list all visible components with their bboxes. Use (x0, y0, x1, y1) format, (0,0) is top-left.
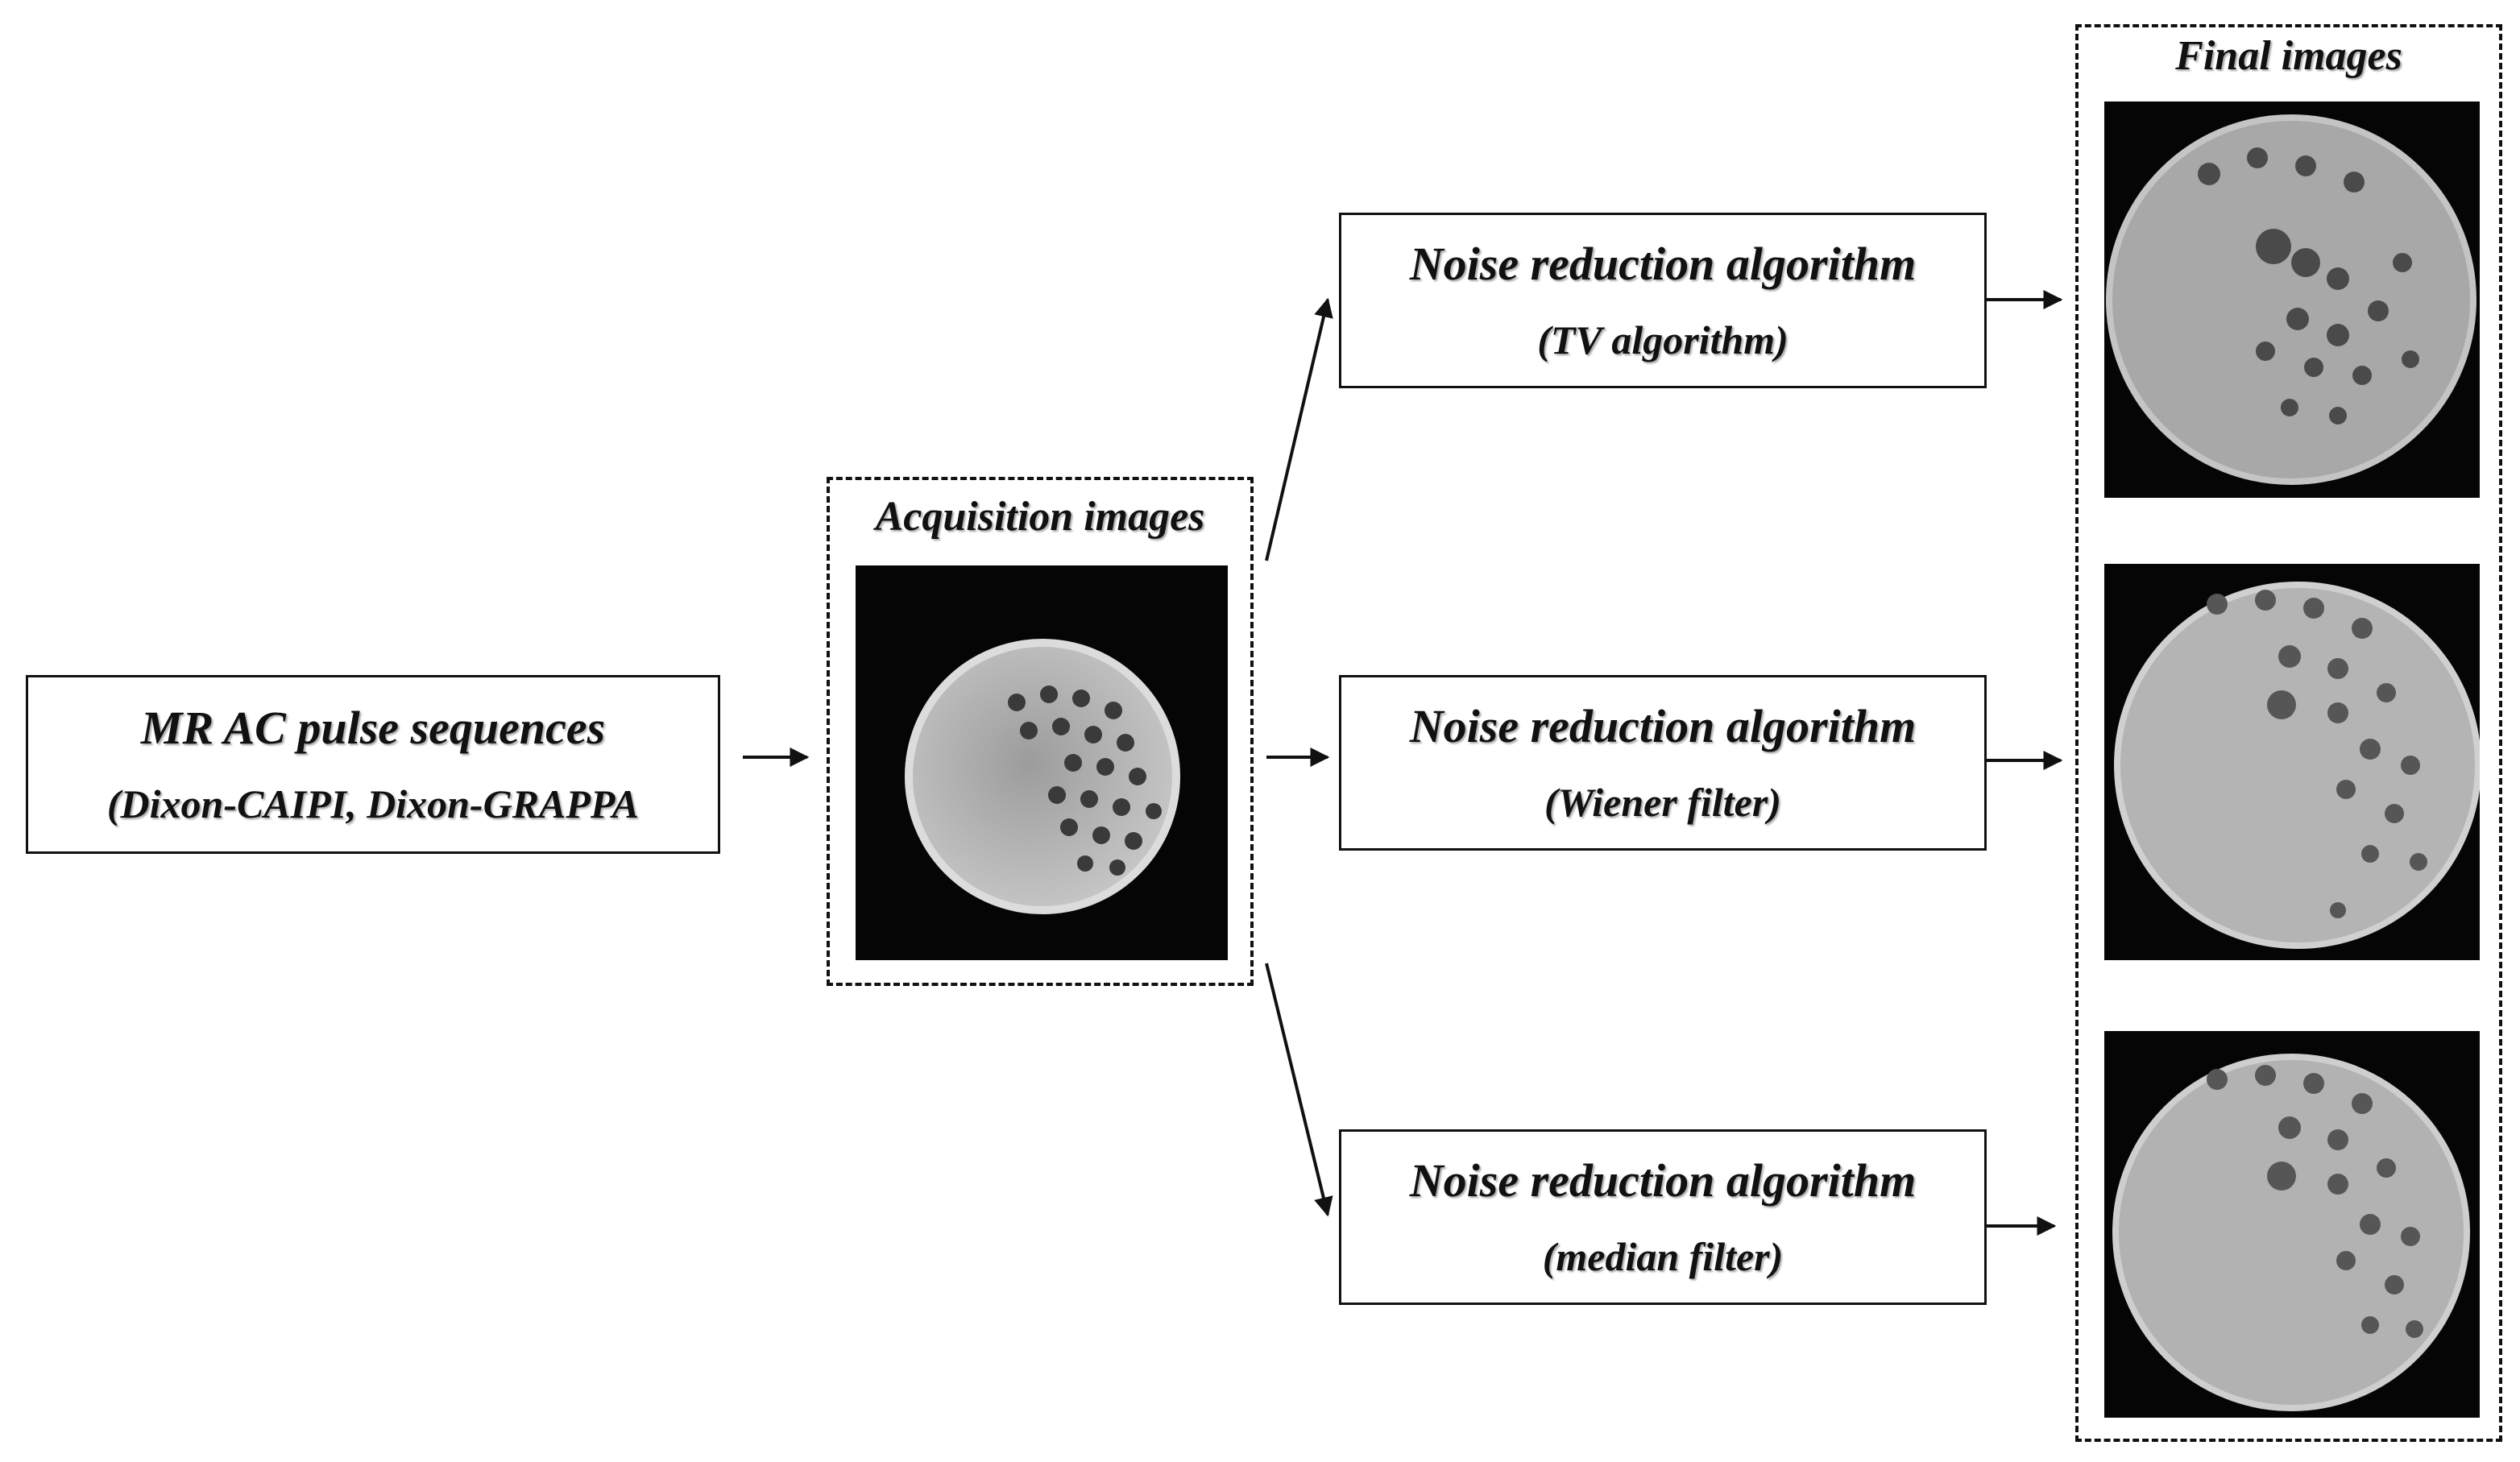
source-title: MR AC pulse sequences (140, 702, 606, 754)
arrow-acquisition-to-tv (1265, 297, 1333, 561)
acquisition-image (856, 565, 1228, 960)
acquisition-label: Acquisition images (875, 494, 1205, 540)
algorithm-subtitle-wiener: (Wiener filter) (1544, 780, 1781, 825)
algorithm-title-wiener: Noise reduction algorithm (1409, 700, 1917, 752)
algorithm-title-median: Noise reduction algorithm (1409, 1154, 1917, 1207)
algorithm-box-median: Noise reduction algorithm (median filter… (1339, 1129, 1987, 1305)
arrow-acquisition-to-median (1265, 963, 1333, 1217)
acquisition-group (827, 477, 1254, 986)
source-box: MR AC pulse sequences (Dixon-CAIPI, Dixo… (26, 675, 720, 854)
final-image-tv (2104, 101, 2480, 498)
final-images-label: Final images (2175, 33, 2402, 79)
algorithm-subtitle-median: (median filter) (1542, 1234, 1784, 1279)
algorithm-subtitle-tv: (TV algorithm) (1537, 317, 1788, 362)
source-subtitle: (Dixon-CAIPI, Dixon-GRAPPA (106, 781, 640, 826)
algorithm-box-wiener: Noise reduction algorithm (Wiener filter… (1339, 675, 1987, 851)
algorithm-box-tv: Noise reduction algorithm (TV algorithm) (1339, 213, 1987, 388)
final-image-wiener (2104, 564, 2480, 960)
final-images-group (2075, 24, 2502, 1442)
algorithm-title-tv: Noise reduction algorithm (1409, 238, 1917, 290)
final-image-median (2104, 1031, 2480, 1418)
